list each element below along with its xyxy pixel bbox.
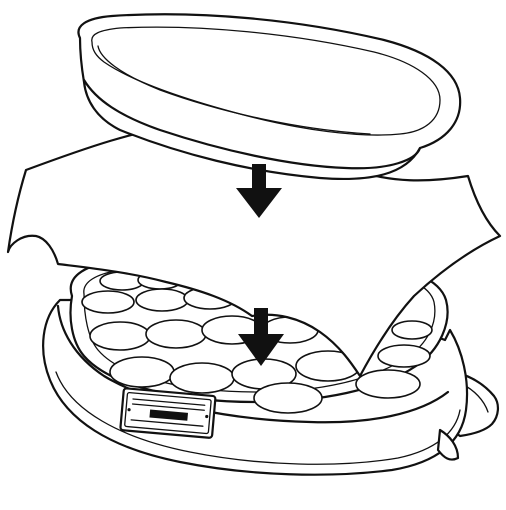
- cup: [136, 289, 188, 311]
- cup: [90, 322, 150, 350]
- cup: [254, 383, 322, 413]
- cup: [110, 357, 174, 387]
- cup: [392, 321, 432, 339]
- cup: [146, 320, 206, 348]
- cup: [170, 363, 234, 393]
- nameplate: [120, 388, 215, 438]
- cup: [82, 291, 134, 313]
- cup: [356, 370, 420, 398]
- cup: [378, 345, 430, 367]
